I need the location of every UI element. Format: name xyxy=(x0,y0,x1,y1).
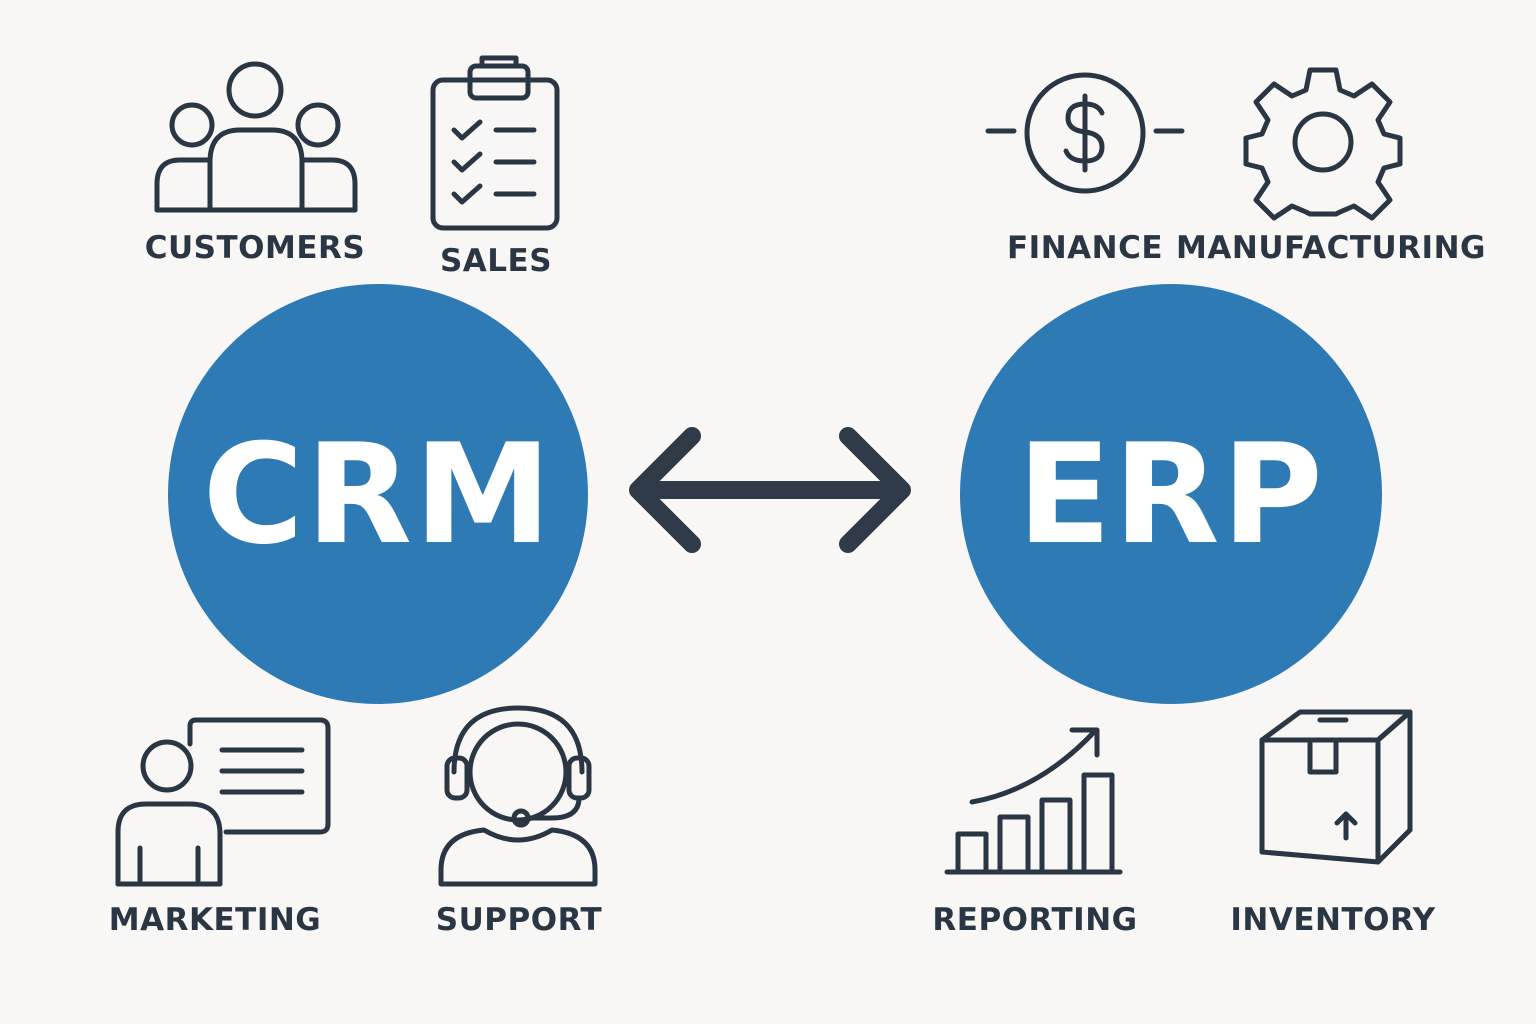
gear-icon xyxy=(1243,67,1403,221)
customers-label: CUSTOMERS xyxy=(144,230,366,266)
dollar-coin-icon xyxy=(985,72,1185,194)
double-arrow-icon xyxy=(629,427,911,553)
erp-circle: ERP xyxy=(960,284,1382,704)
reporting-label: REPORTING xyxy=(932,902,1138,938)
users-icon xyxy=(154,61,358,213)
support-label: SUPPORT xyxy=(435,902,603,938)
finance-label: FINANCE xyxy=(1006,230,1164,266)
sales-label: SALES xyxy=(439,243,553,279)
manufacturing-label: MANUFACTURING xyxy=(1176,230,1486,266)
package-box-icon xyxy=(1259,709,1413,865)
inventory-label: INVENTORY xyxy=(1230,902,1436,938)
marketing-label: MARKETING xyxy=(108,902,322,938)
crm-title: CRM xyxy=(202,413,554,575)
crm-circle: CRM xyxy=(168,284,588,704)
headset-agent-icon xyxy=(438,705,598,887)
bar-chart-growth-icon xyxy=(944,727,1123,875)
erp-title: ERP xyxy=(1017,413,1325,575)
presenter-board-icon xyxy=(115,717,331,887)
clipboard-checklist-icon xyxy=(430,55,560,231)
